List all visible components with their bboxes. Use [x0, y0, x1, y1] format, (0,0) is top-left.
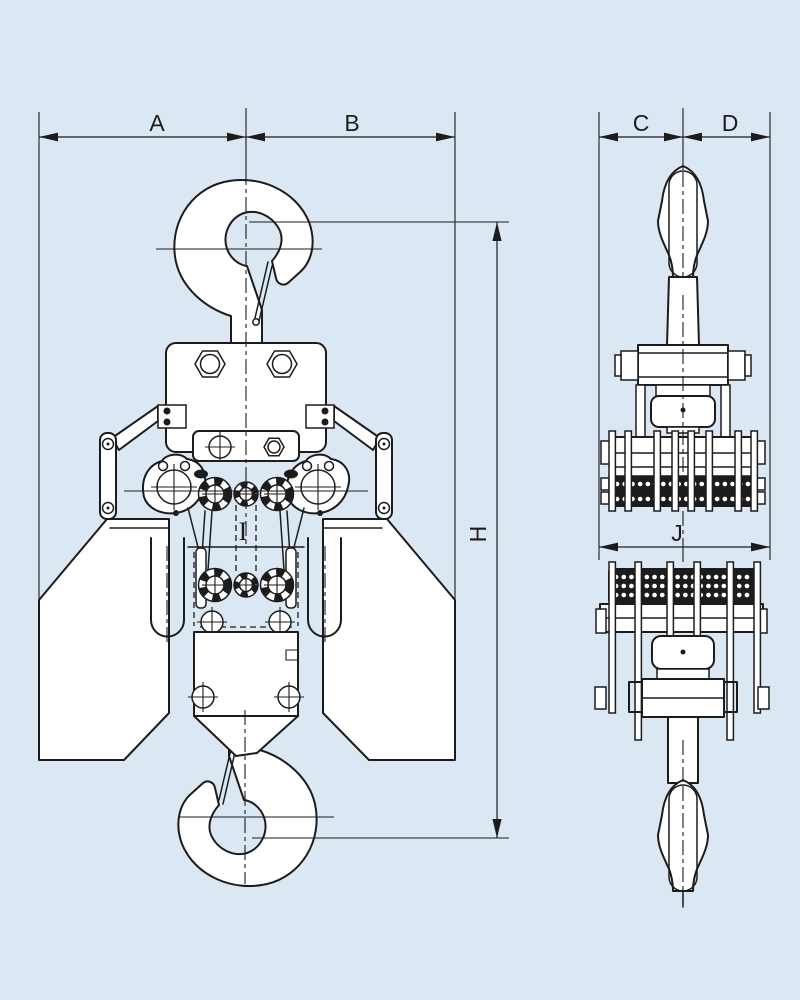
- bottom-hook-profile: [657, 779, 709, 903]
- side-plate-right: [305, 404, 335, 429]
- side-view-lower: [594, 552, 770, 908]
- load-chains-lower: [608, 568, 758, 604]
- dim-label-a: A: [149, 110, 165, 136]
- chain-container-left: [38, 518, 170, 761]
- roller-left: [141, 453, 207, 517]
- guide-pins-lower: [608, 561, 762, 741]
- sprocket-upper-left: [199, 478, 232, 511]
- dim-label-c: C: [633, 110, 650, 136]
- latch-pivot: [252, 318, 260, 326]
- sprocket-upper-right: [261, 478, 294, 511]
- bottom-block: [187, 631, 305, 757]
- front-view: I: [38, 108, 456, 888]
- dim-label-b: B: [344, 110, 359, 136]
- hook-crossbar: [594, 678, 770, 718]
- strut-left: [99, 432, 117, 520]
- top-hook-profile: [657, 165, 709, 289]
- sprocket-lower-right: [261, 569, 294, 602]
- sprocket-lower-center: [234, 573, 258, 597]
- dim-label-j: J: [671, 520, 683, 546]
- bracket-nut: [263, 437, 285, 457]
- body-nut-right: [266, 350, 298, 378]
- arm-right: [333, 405, 381, 451]
- side-plate-left: [157, 404, 187, 429]
- dimensions: A B C D H J: [38, 108, 771, 839]
- bottom-hook: [177, 722, 334, 888]
- top-hook: [156, 178, 322, 344]
- arm-left: [111, 405, 159, 451]
- sprocket-lower-left: [199, 569, 232, 602]
- hook-block: [651, 635, 715, 680]
- bottom-block-plates: [595, 603, 768, 634]
- guide-pins-upper: [608, 430, 759, 512]
- strut-right: [375, 432, 393, 520]
- dim-label-d: D: [722, 110, 739, 136]
- dim-label-i: I: [239, 517, 248, 546]
- body-nut-left: [194, 350, 226, 378]
- chain-container-right: [322, 518, 456, 761]
- dim-label-h: H: [465, 526, 491, 543]
- roller-right: [285, 453, 351, 517]
- side-view-upper: [600, 165, 766, 555]
